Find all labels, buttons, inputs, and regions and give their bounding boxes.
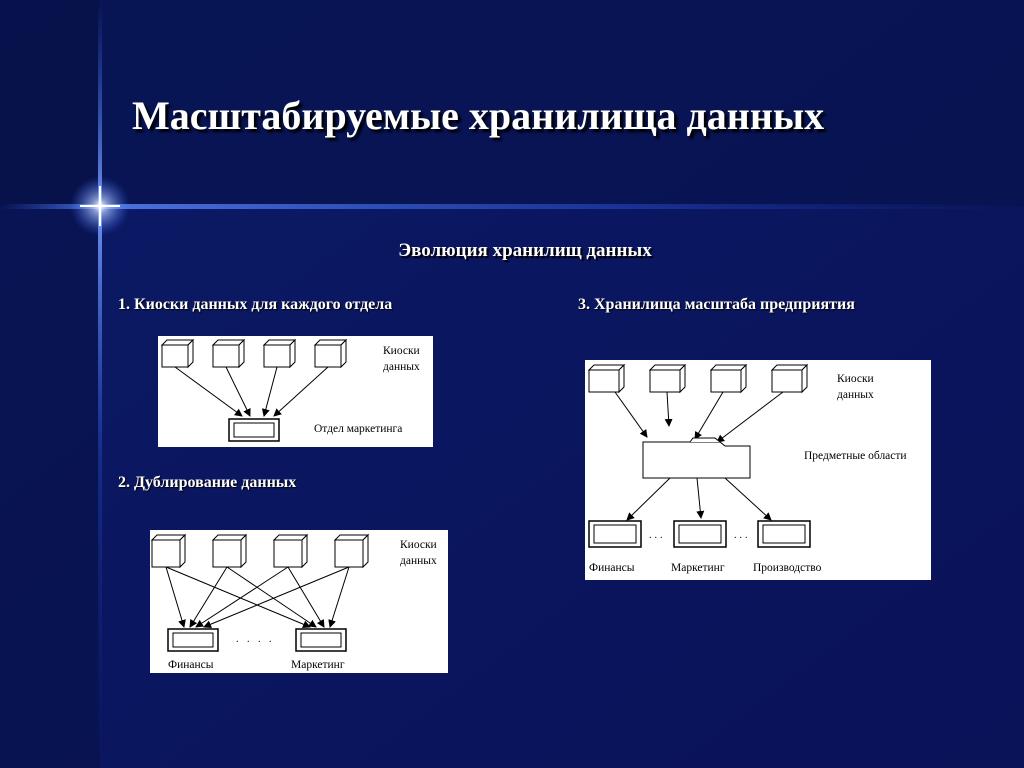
kiosk-cube-icon bbox=[709, 363, 748, 394]
subject-area-folder-icon bbox=[642, 437, 751, 479]
marketing-department-label: Отдел маркетинга bbox=[314, 423, 403, 435]
production-box-icon bbox=[757, 520, 811, 548]
kiosk-cube-icon bbox=[150, 533, 187, 569]
marketing-box-icon bbox=[673, 520, 727, 548]
kiosks-label-line1: Киоски bbox=[400, 539, 437, 551]
kiosks-label-line2: данных bbox=[837, 389, 874, 401]
section-2-label: 2. Дублирование данных bbox=[118, 474, 297, 491]
kiosk-cube-icon bbox=[262, 338, 297, 369]
kiosk-cube-icon bbox=[648, 363, 687, 394]
marketing-label: Маркетинг bbox=[671, 562, 725, 574]
subject-areas-label: Предметные области bbox=[804, 450, 907, 462]
kiosk-cube-icon bbox=[333, 533, 370, 569]
kiosks-label-line1: Киоски bbox=[837, 373, 874, 385]
kiosk-cube-icon bbox=[313, 338, 348, 369]
marketing-label: Маркетинг bbox=[291, 659, 345, 671]
diagram-kiosks-per-department: Киоски данных Отдел маркетинга bbox=[158, 336, 433, 447]
kiosk-cube-icon bbox=[587, 363, 626, 394]
kiosk-cube-icon bbox=[272, 533, 309, 569]
production-label: Производство bbox=[753, 562, 822, 574]
ellipsis-dots: . . . . bbox=[236, 634, 275, 645]
finance-box-icon bbox=[167, 628, 219, 652]
section-3-label: 3. Хранилища масштаба предприятия bbox=[578, 296, 855, 313]
kiosks-label-line2: данных bbox=[400, 555, 437, 567]
finance-box-icon bbox=[588, 520, 642, 548]
finance-label: Финансы bbox=[168, 659, 214, 671]
ellipsis-dots: ... bbox=[649, 530, 666, 541]
slide-title: Масштабируемые хранилища данных bbox=[132, 93, 825, 138]
diagram-data-duplication: Киоски данных . . . . Финансы Маркетинг bbox=[150, 530, 448, 673]
kiosks-label-line1: Киоски bbox=[383, 345, 420, 357]
ellipsis-dots: ... bbox=[734, 530, 751, 541]
department-box-icon bbox=[228, 418, 280, 442]
kiosk-cube-icon bbox=[770, 363, 809, 394]
marketing-box-icon bbox=[295, 628, 347, 652]
diagram-enterprise-warehouse: Киоски данных Предметные области ... ...… bbox=[585, 360, 931, 580]
slide-subtitle: Эволюция хранилищ данных bbox=[398, 240, 652, 261]
kiosk-cube-icon bbox=[160, 338, 195, 369]
kiosk-cube-icon bbox=[211, 533, 248, 569]
section-1-label: 1. Киоски данных для каждого отдела bbox=[118, 296, 393, 313]
kiosk-cube-icon bbox=[211, 338, 246, 369]
finance-label: Финансы bbox=[589, 562, 635, 574]
kiosks-label-line2: данных bbox=[383, 361, 420, 373]
